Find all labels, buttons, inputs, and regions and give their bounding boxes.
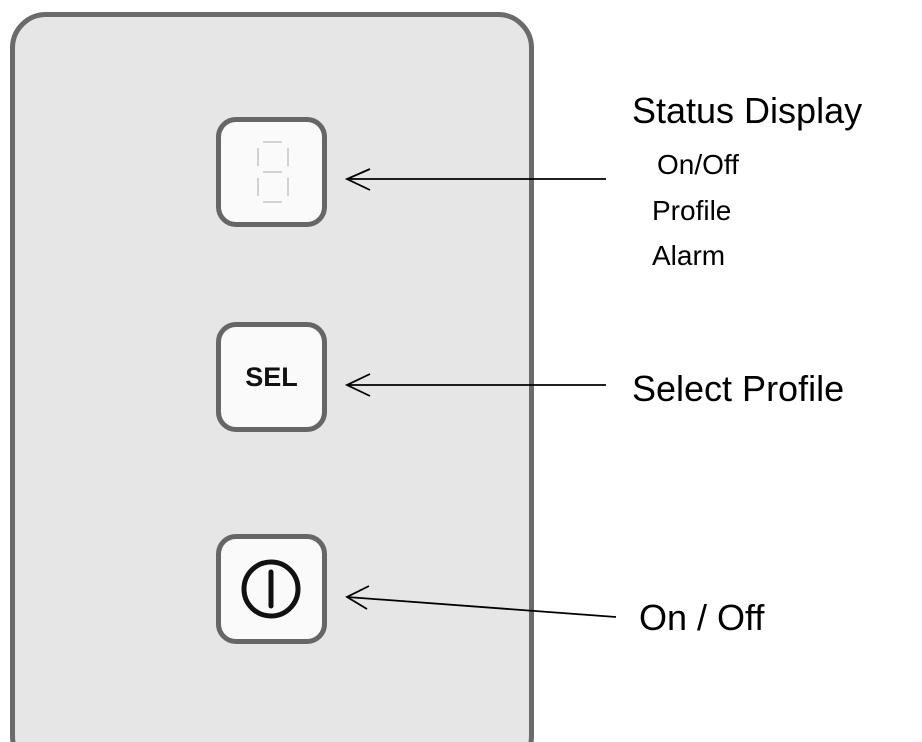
arrow-on-off xyxy=(345,585,617,618)
select-profile-button[interactable]: SEL xyxy=(216,322,327,432)
power-button[interactable] xyxy=(216,534,327,644)
sel-button-label: SEL xyxy=(245,361,298,392)
status-item-alarm: Alarm xyxy=(652,240,726,271)
select-profile-label: Select Profile xyxy=(632,368,845,409)
on-off-label: On / Off xyxy=(639,597,765,638)
status-display-label: Status Display xyxy=(632,90,863,131)
status-item-profile: Profile xyxy=(652,195,732,226)
power-icon xyxy=(241,559,301,619)
arrow-select-profile xyxy=(344,373,606,397)
status-display xyxy=(216,117,327,227)
arrow-status-display xyxy=(344,168,606,191)
status-item-on-off: On/Off xyxy=(657,149,739,180)
seven-segment-display-icon xyxy=(257,141,289,203)
